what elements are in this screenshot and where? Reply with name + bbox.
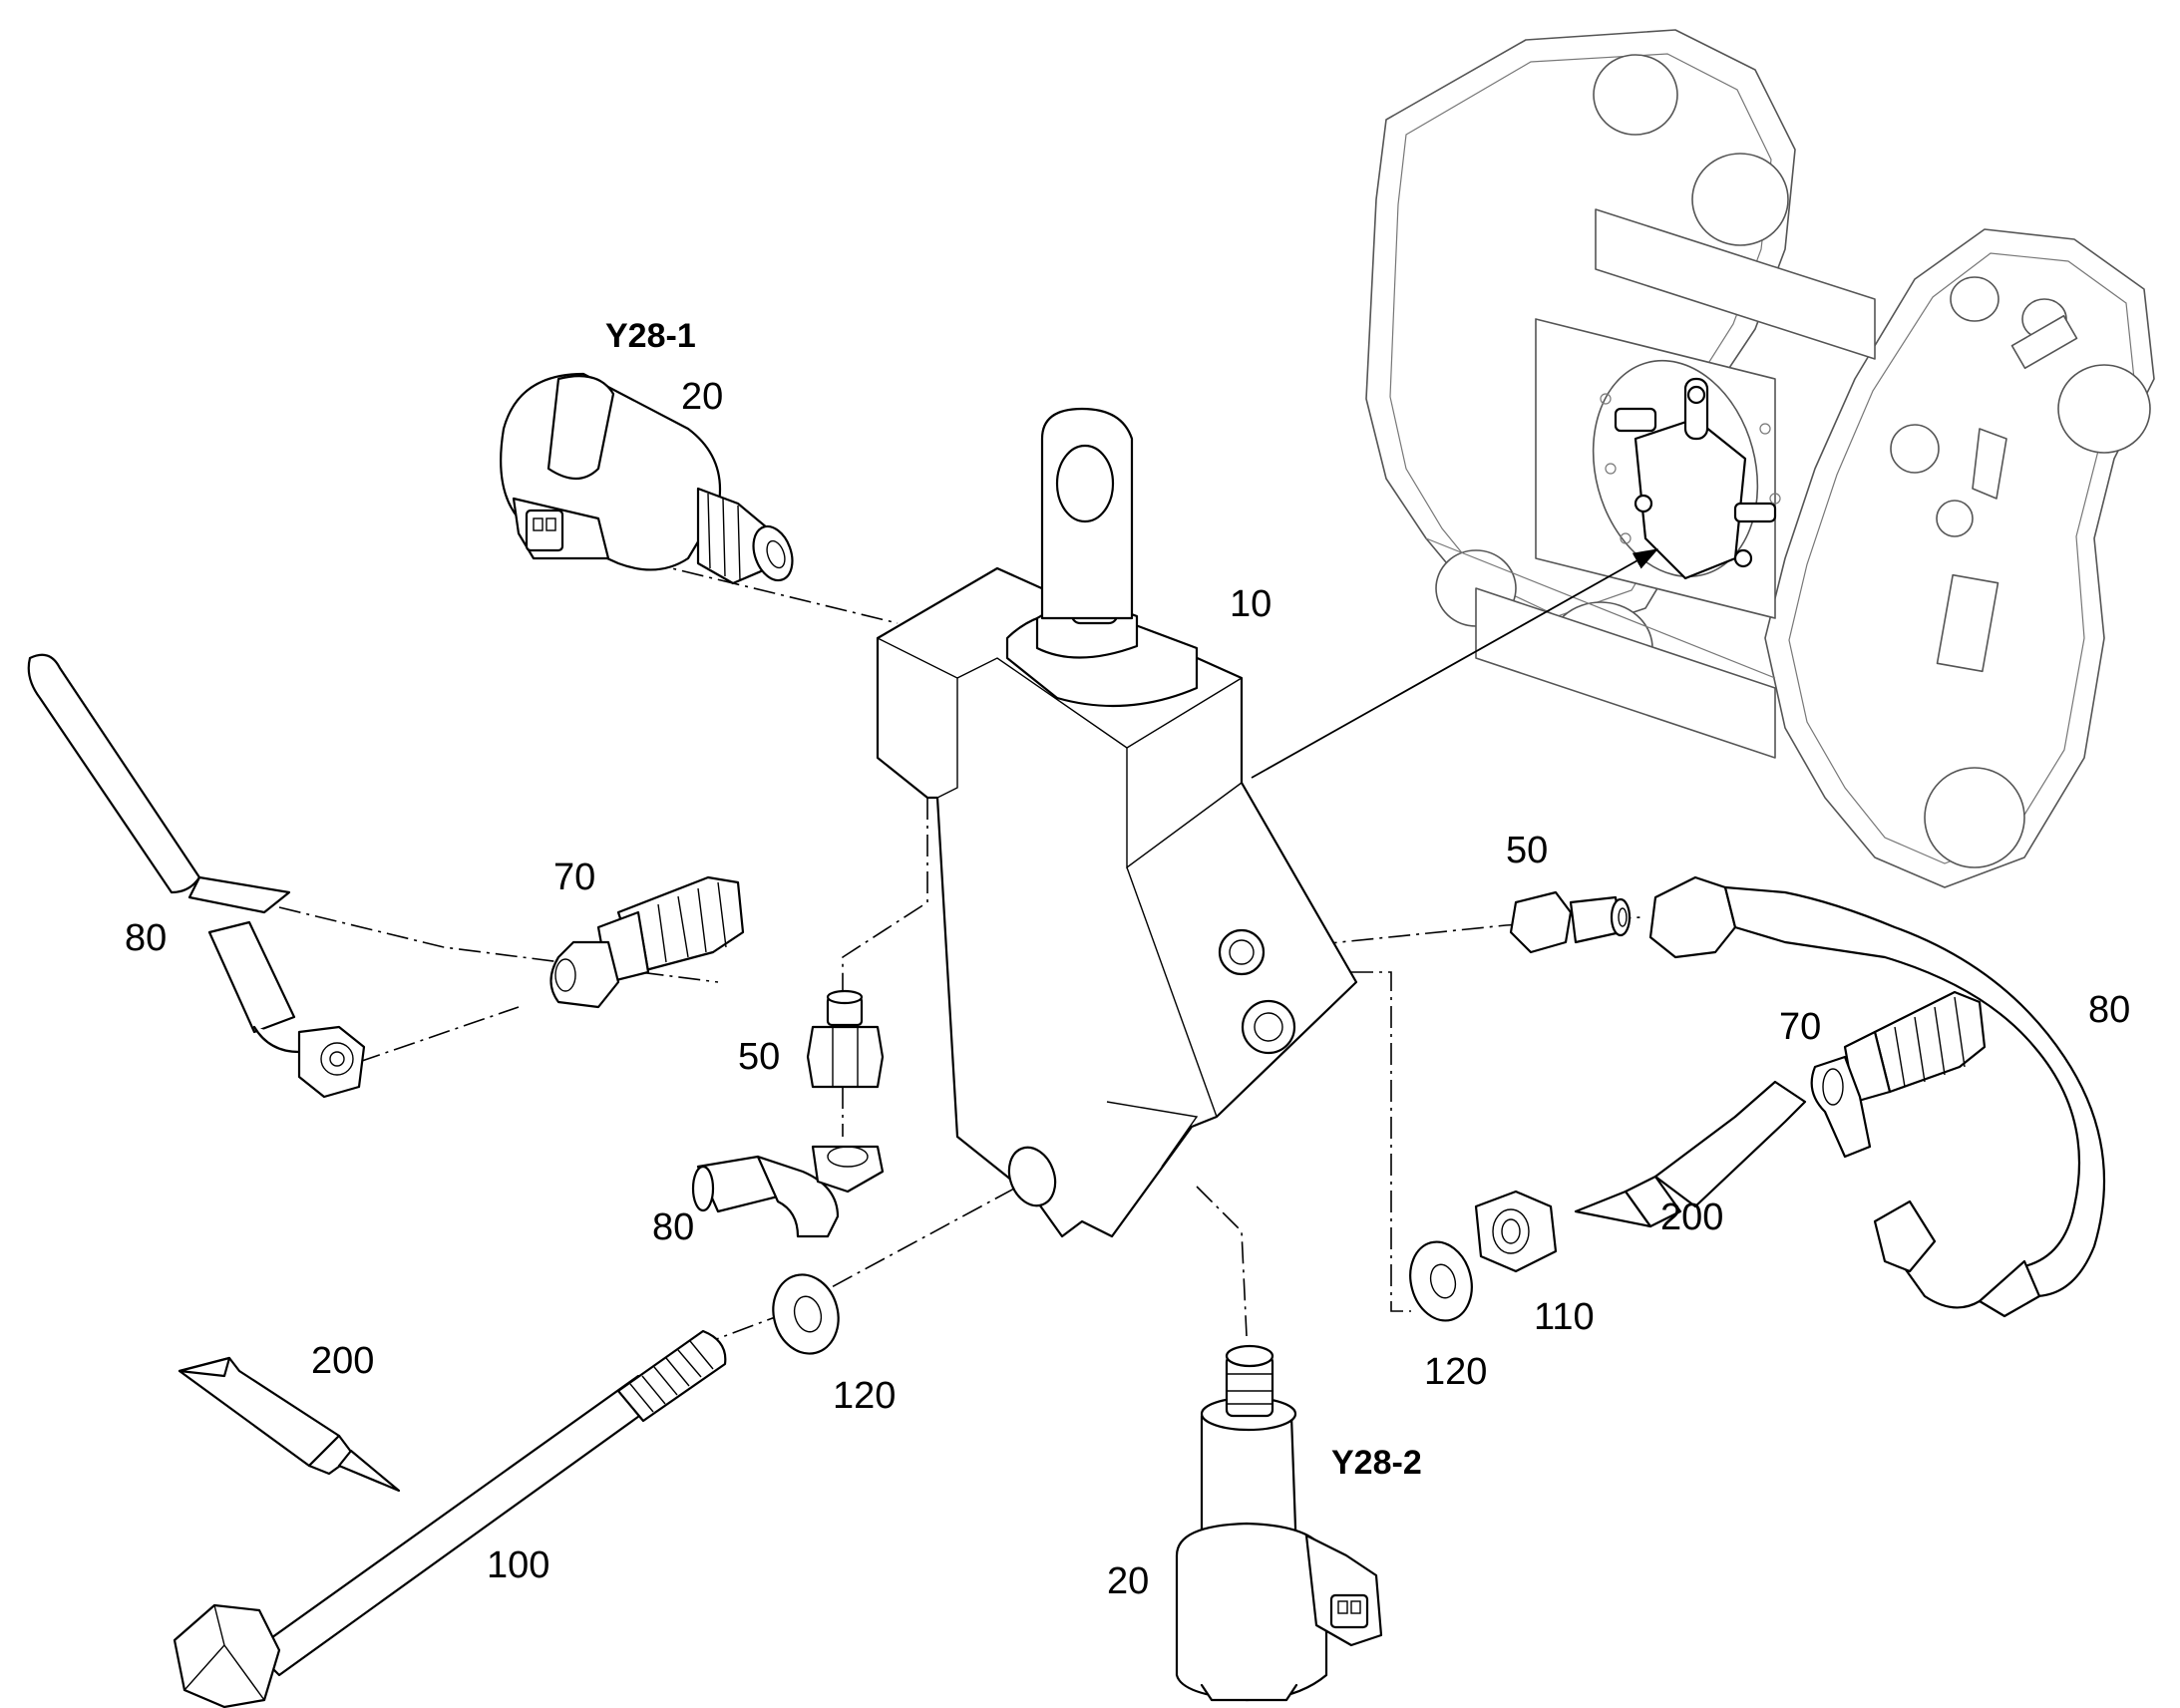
label-80-right: 80 (2088, 989, 2130, 1031)
label-50-right: 50 (1506, 830, 1548, 871)
solenoid-valve-y28-2 (1175, 1344, 1383, 1702)
label-20-top: 20 (681, 376, 723, 418)
leader-bolt-path (697, 1181, 1028, 1347)
nut-110 (1474, 1190, 1558, 1273)
leader-block-to-washer (1351, 971, 1411, 1312)
label-y28-1: Y28-1 (605, 317, 696, 355)
hose-80-right (1648, 875, 2106, 1318)
label-70-right: 70 (1779, 1006, 1821, 1048)
label-120-right: 120 (1424, 1351, 1487, 1393)
elbow-80 (691, 1145, 885, 1238)
valve-block (876, 407, 1358, 1238)
leader-block-to-fitting50 (842, 798, 928, 1007)
callout-labels: Y28-1 20 10 80 70 50 80 50 80 70 200 110… (125, 317, 2130, 1602)
label-200-left: 200 (311, 1340, 374, 1382)
label-200-right: 200 (1660, 1196, 1723, 1238)
label-110: 110 (1534, 1296, 1595, 1338)
solenoid-valve-y28-1 (500, 372, 794, 585)
washer-120-right (1409, 1240, 1473, 1322)
label-10: 10 (1230, 583, 1272, 625)
label-70-left: 70 (553, 856, 595, 898)
label-80-left: 80 (125, 917, 167, 959)
hose-80-left (27, 653, 366, 1099)
fitting-70-right (1810, 990, 1987, 1159)
fitting-70-left (549, 875, 745, 1009)
leader-block-to-y28-2 (1196, 1186, 1248, 1337)
quick-coupler-assembly (1365, 29, 2155, 888)
label-80-elbow: 80 (652, 1206, 694, 1248)
label-y28-2: Y28-2 (1331, 1444, 1422, 1482)
location-arrow (1251, 548, 1659, 779)
grease-tube-200-right (1574, 1080, 1807, 1228)
bolt-100 (173, 1329, 727, 1708)
grease-tube-200-left (178, 1356, 401, 1493)
fitting-50-right (1509, 890, 1632, 954)
fitting-50-left (806, 989, 885, 1089)
label-100: 100 (487, 1544, 549, 1586)
washer-120-left (772, 1273, 840, 1355)
leader-hose80-to-fitting70 (358, 1006, 520, 1063)
label-50-left: 50 (738, 1036, 780, 1078)
label-120-left: 120 (833, 1375, 896, 1417)
label-20-bottom: 20 (1107, 1560, 1149, 1602)
